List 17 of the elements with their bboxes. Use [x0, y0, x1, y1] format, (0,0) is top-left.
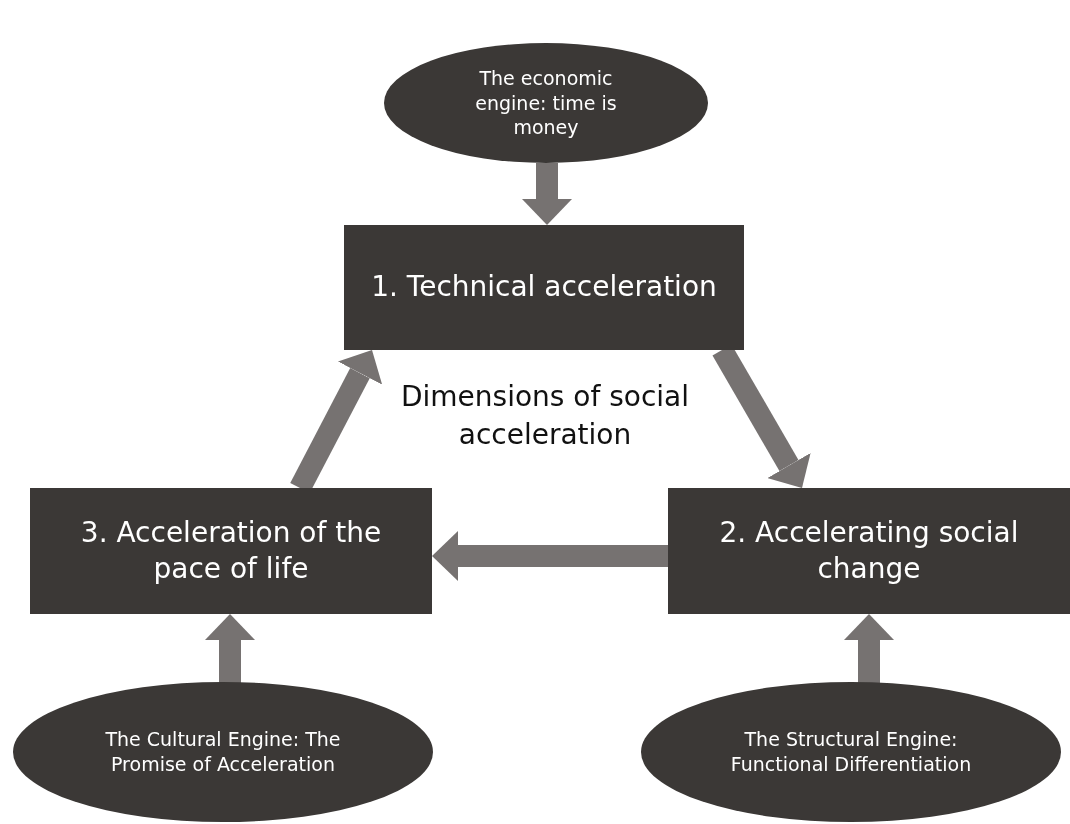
node-text: The economic engine: time is money	[474, 65, 618, 141]
engine-ellipse	[641, 682, 1061, 822]
node-text: The Structural Engine: Functional Differentiation	[729, 727, 973, 777]
node-text: 2. Accelerating social change	[718, 514, 1020, 587]
center-label: Dimensions of social acceleration	[399, 379, 690, 453]
node-text: 1. Technical acceleration	[371, 269, 717, 306]
block-arrow	[844, 614, 894, 684]
engine-ellipse	[384, 43, 708, 163]
process-box	[668, 488, 1070, 614]
engine-ellipse	[13, 682, 433, 822]
block-arrow	[205, 614, 255, 684]
block-arrow	[432, 531, 668, 581]
node-text: The Cultural Engine: The Promise of Acceleration	[104, 727, 342, 777]
node-text: 3. Acceleration of the pace of life	[79, 514, 383, 587]
process-box	[344, 225, 744, 350]
block-arrow	[522, 163, 572, 225]
process-box	[30, 488, 432, 614]
